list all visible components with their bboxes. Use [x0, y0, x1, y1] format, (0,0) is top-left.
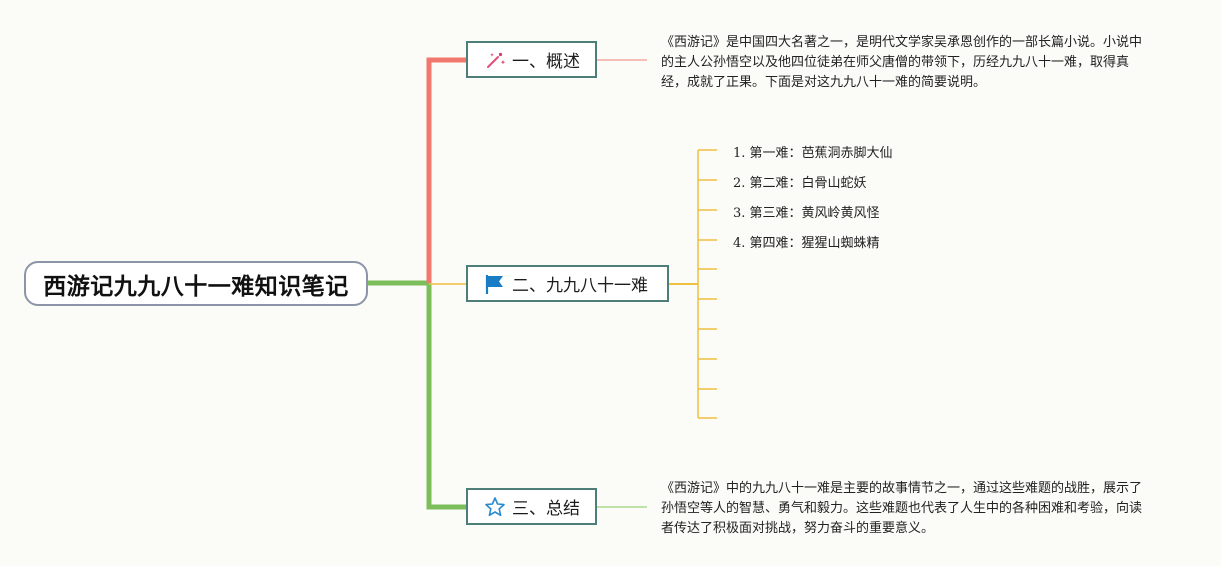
branch-81-label: 二、九九八十一难: [512, 276, 648, 296]
difficulty-item-1[interactable]: 1. 第一难：芭蕉洞赤脚大仙: [733, 146, 893, 161]
branch-overview[interactable]: 一、概述: [466, 41, 597, 78]
difficulty-ticks: [698, 149, 717, 419]
difficulty-item-2[interactable]: 2. 第二难：白骨山蛇妖: [733, 176, 867, 191]
branch-overview-label: 一、概述: [512, 52, 580, 72]
branch-81-difficulties[interactable]: 二、九九八十一难: [466, 265, 669, 302]
magic-wand-icon: [484, 49, 506, 71]
difficulty-item-4[interactable]: 4. 第四难：猩猩山蜘蛛精: [733, 236, 880, 251]
root-title[interactable]: 西游记九九八十一难知识笔记: [24, 261, 368, 306]
root-title-text: 西游记九九八十一难知识笔记: [43, 273, 349, 300]
branch-summary-label: 三、总结: [512, 499, 580, 519]
flag-icon: [484, 273, 506, 295]
overview-description: 《西游记》是中国四大名著之一，是明代文学家吴承恩创作的一部长篇小说。小说中的主人…: [661, 35, 1143, 90]
difficulty-item-3[interactable]: 3. 第三难：黄风岭黄风怪: [733, 206, 880, 221]
overview-branch-line: [426, 57, 466, 283]
summary-description: 《西游记》中的九九八十一难是主要的故事情节之一，通过这些难题的战胜，展示了孙悟空…: [661, 481, 1143, 536]
summary-branch-line: [426, 283, 466, 510]
branch-summary[interactable]: 三、总结: [466, 488, 597, 525]
star-icon: [484, 496, 506, 518]
